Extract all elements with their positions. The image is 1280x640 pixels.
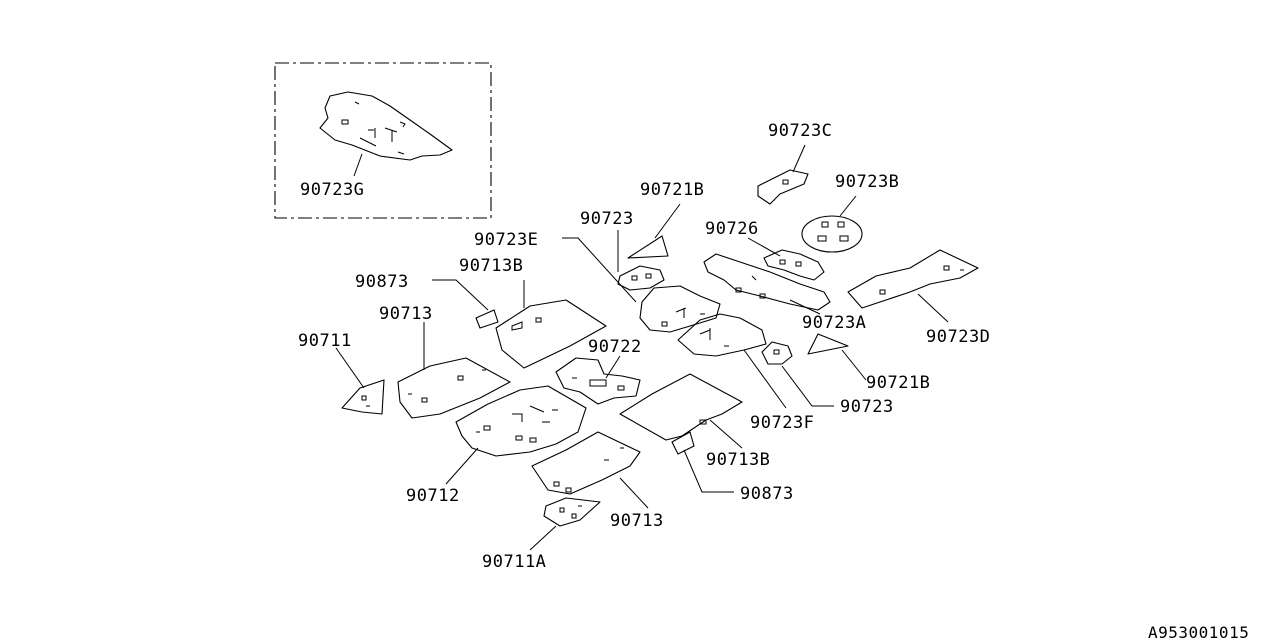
part-90721B-right: 90721B: [807, 333, 930, 393]
part-90723E: 90723E: [474, 230, 721, 333]
label-90723G: 90723G: [300, 180, 364, 200]
label-90723C: 90723C: [768, 121, 832, 141]
catalog-code: A953001015: [1148, 623, 1249, 640]
label-90721B-top: 90721B: [640, 180, 704, 200]
part-90723-top: 90723: [580, 209, 665, 291]
label-90723D: 90723D: [926, 327, 990, 347]
label-90711A: 90711A: [482, 552, 546, 572]
part-90713B-top: 90713B: [459, 256, 607, 369]
label-90713B-top: 90713B: [459, 256, 523, 276]
part-90873-bottom: 90873: [671, 431, 794, 504]
label-90723-top: 90723: [580, 209, 634, 229]
label-90723-right: 90723: [840, 397, 894, 417]
label-90723A: 90723A: [802, 313, 866, 333]
label-90711: 90711: [298, 331, 352, 351]
part-90721B-top: 90721B: [627, 180, 704, 259]
part-90723-right: 90723: [761, 341, 894, 417]
label-90726: 90726: [705, 219, 759, 239]
part-90726: 90726: [705, 219, 825, 281]
part-90711A: 90711A: [482, 497, 601, 572]
label-90713B-bottom: 90713B: [706, 450, 770, 470]
part-90723B: 90723B: [801, 172, 899, 253]
label-90722: 90722: [588, 337, 642, 357]
part-90713-left: 90713: [379, 304, 511, 419]
label-90723E: 90723E: [474, 230, 538, 250]
part-90723D: 90723D: [847, 249, 990, 347]
label-90723B: 90723B: [835, 172, 899, 192]
part-90713B-bottom: 90713B: [619, 373, 770, 470]
label-90713-bottom: 90713: [610, 511, 664, 531]
part-90712: 90712: [406, 385, 587, 506]
part-90722: 90722: [555, 337, 642, 405]
part-90711: 90711: [298, 331, 385, 415]
part-90723F: 90723F: [677, 313, 814, 433]
part-90723C: 90723C: [757, 121, 832, 205]
part-90873-top: 90873: [355, 272, 499, 329]
part-90723A: 90723A: [703, 253, 866, 333]
label-90873-bottom: 90873: [740, 484, 794, 504]
label-90721B-right: 90721B: [866, 373, 930, 393]
label-90712: 90712: [406, 486, 460, 506]
label-90873-top: 90873: [355, 272, 409, 292]
part-90713-bottom: 90713: [531, 431, 664, 531]
label-90713-left: 90713: [379, 304, 433, 324]
inset-box: 90723G: [274, 62, 492, 219]
label-90723F: 90723F: [750, 413, 814, 433]
